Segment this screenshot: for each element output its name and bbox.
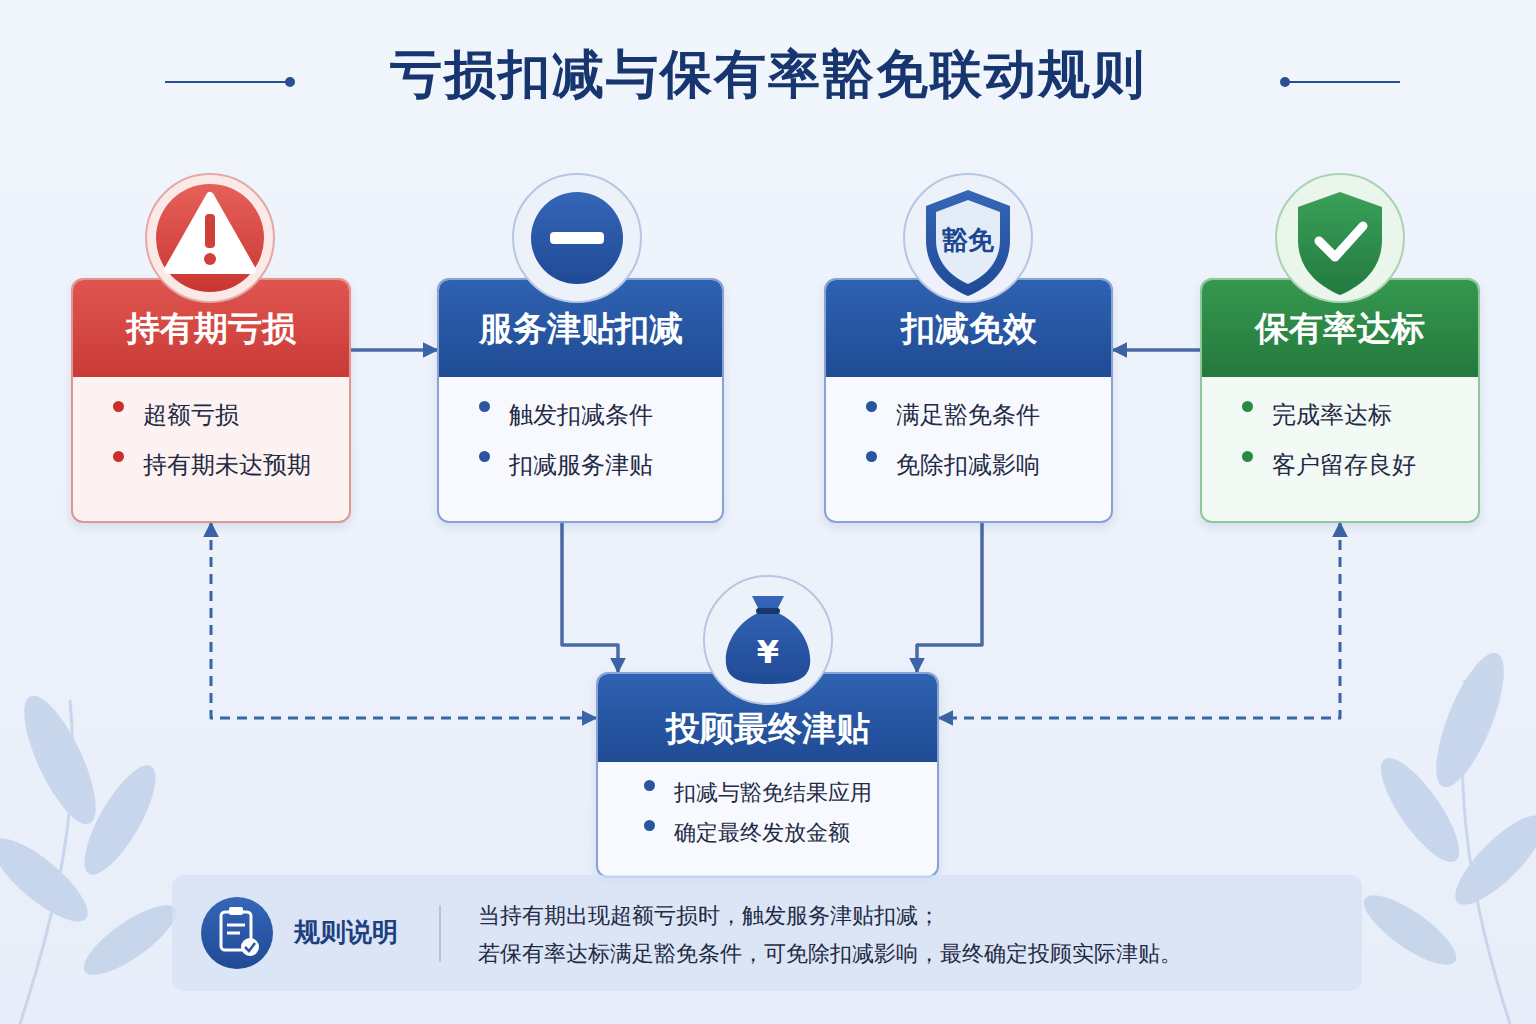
flow-connector [917, 523, 982, 672]
leaf-stem [20, 700, 73, 1024]
icon-halo [146, 174, 274, 302]
warning-dot [204, 253, 216, 265]
shield-outline [926, 190, 1010, 296]
flow-connector [351, 348, 437, 352]
title-line [1289, 81, 1400, 83]
card-body: 满足豁免条件免除扣减影响 [826, 377, 1111, 521]
icon-halo [513, 174, 641, 302]
leaf [1368, 748, 1472, 873]
process-card: 投顾最终津贴扣减与豁免结果应用确定最终发放金额 [596, 672, 939, 878]
flow-connector [1113, 348, 1200, 352]
card-header: 服务津贴扣减 [439, 280, 722, 377]
warning-icon [146, 174, 274, 302]
bullet-item: 持有期未达预期 [113, 451, 329, 479]
shield-inner [936, 200, 1000, 284]
clipboard-line [227, 932, 240, 935]
icon-disc [531, 192, 623, 284]
bullet-item: 客户留存良好 [1242, 451, 1458, 479]
icon-label: 豁免 [942, 223, 994, 258]
leaf [75, 894, 186, 987]
leaf-stem [1462, 680, 1510, 1024]
bullet-item: 满足豁免条件 [866, 401, 1091, 429]
process-card: 扣减免效满足豁免条件免除扣减影响 [824, 278, 1113, 523]
clipboard [221, 912, 251, 950]
bullet-item: 免除扣减影响 [866, 451, 1091, 479]
rule-note-box: 规则说明 当持有期出现超额亏损时，触发服务津贴扣减； 若保有率达标满足豁免条件，可免… [172, 875, 1362, 991]
title-dot [1281, 78, 1289, 86]
leaf [1355, 884, 1466, 977]
clipboard-line [227, 924, 245, 927]
shield-outline [1298, 192, 1382, 295]
process-card: 服务津贴扣减触发扣减条件扣减服务津贴 [437, 278, 724, 523]
bullet-item: 扣减服务津贴 [479, 451, 702, 479]
icon-halo [1276, 174, 1404, 302]
bullet-item: 扣减与豁免结果应用 [644, 780, 921, 806]
title-line [165, 81, 286, 83]
flow-connector [562, 523, 618, 672]
icon-label: ¥ [757, 633, 779, 671]
bag-tie [756, 608, 780, 614]
card-heading: 持有期亏损 [126, 306, 296, 352]
card-heading: 服务津贴扣减 [479, 306, 683, 352]
icon-disc [156, 184, 264, 292]
money-bag-icon [704, 576, 832, 704]
card-body: 完成率达标客户留存良好 [1202, 377, 1478, 521]
card-body: 触发扣减条件扣减服务津贴 [439, 377, 722, 521]
note-line: 若保有率达标满足豁免条件，可免除扣减影响，最终确定投顾实际津贴。 [478, 939, 1182, 969]
leaf [1443, 803, 1536, 916]
card-heading: 保有率达标 [1255, 306, 1425, 352]
card-heading: 投顾最终津贴 [666, 706, 870, 752]
process-card: 持有期亏损超额亏损持有期未达预期 [71, 278, 351, 523]
leaves-left [0, 687, 185, 1024]
bullet-item: 超额亏损 [113, 401, 329, 429]
card-body: 扣减与豁免结果应用确定最终发放金额 [598, 762, 937, 876]
leaf [72, 756, 169, 883]
check-shield-icon [1276, 174, 1404, 302]
bullet-item: 确定最终发放金额 [644, 820, 921, 846]
rule-icon [201, 897, 440, 969]
card-header: 保有率达标 [1202, 280, 1478, 377]
leaves-right [1355, 645, 1536, 1024]
diagram-title: 亏损扣减与保有率豁免联动规则 [390, 44, 1146, 104]
feedback-connector [939, 523, 1340, 718]
card-heading: 扣减免效 [901, 306, 1037, 352]
card-header: 投顾最终津贴 [598, 674, 937, 762]
icon-disc [201, 897, 273, 969]
card-body: 超额亏损持有期未达预期 [73, 377, 349, 521]
icon-halo [704, 576, 832, 704]
card-header: 扣减免效 [826, 280, 1111, 377]
warning-triangle [168, 196, 252, 270]
note-heading: 规则说明 [294, 915, 398, 950]
note-line: 当持有期出现超额亏损时，触发服务津贴扣减； [478, 901, 940, 931]
card-header: 持有期亏损 [73, 280, 349, 377]
minus-bar [550, 232, 604, 244]
clipboard-clip [229, 907, 243, 915]
icon-halo [904, 174, 1032, 302]
bullet-item: 完成率达标 [1242, 401, 1458, 429]
check-mark [245, 943, 255, 951]
separator [439, 905, 441, 962]
feedback-connector [211, 523, 596, 718]
bullet-item: 触发扣减条件 [479, 401, 702, 429]
warning-bar [205, 214, 215, 248]
leaf [10, 687, 109, 832]
process-card: 保有率达标完成率达标客户留存良好 [1200, 278, 1480, 523]
check-mark [1319, 226, 1363, 257]
leaf [1423, 645, 1518, 795]
money-bag [726, 596, 810, 684]
title-bar: 亏损扣减与保有率豁免联动规则 [0, 40, 1536, 110]
shield-icon [904, 174, 1032, 302]
minus-icon [513, 174, 641, 302]
title-dot [286, 78, 294, 86]
check-badge [241, 938, 259, 956]
